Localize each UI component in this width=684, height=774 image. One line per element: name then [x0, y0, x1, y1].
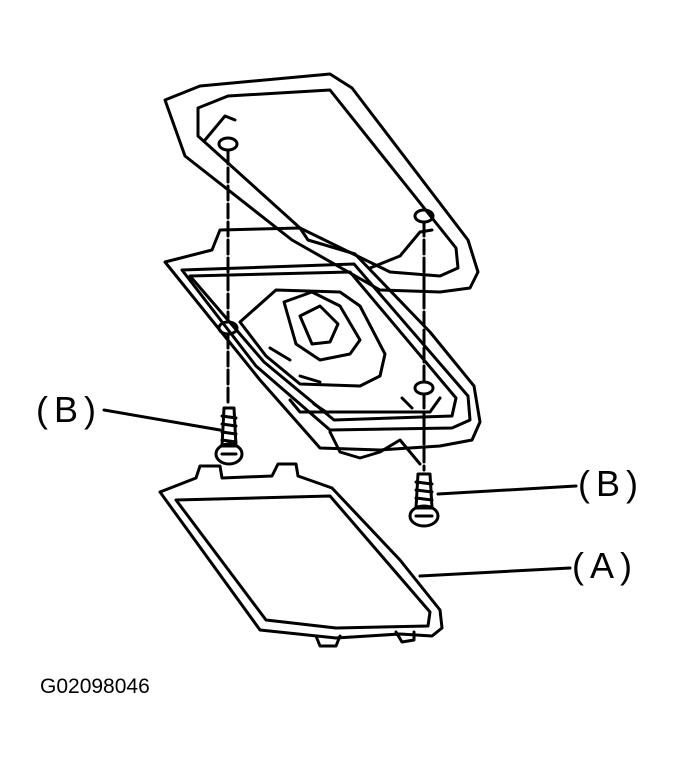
alignment-lines: [226, 148, 426, 472]
screw-right: [408, 472, 440, 528]
light-housing: [163, 226, 482, 466]
headliner-bracket: [163, 72, 480, 294]
screw-left: [214, 406, 244, 466]
label-screw-left: (B): [36, 389, 102, 430]
lens-cover: [158, 462, 444, 648]
label-screw-right: (B): [578, 463, 644, 504]
leader-lines: [102, 408, 578, 578]
label-lens-cover: (A): [572, 545, 638, 586]
figure-code: G02098046: [40, 675, 150, 698]
